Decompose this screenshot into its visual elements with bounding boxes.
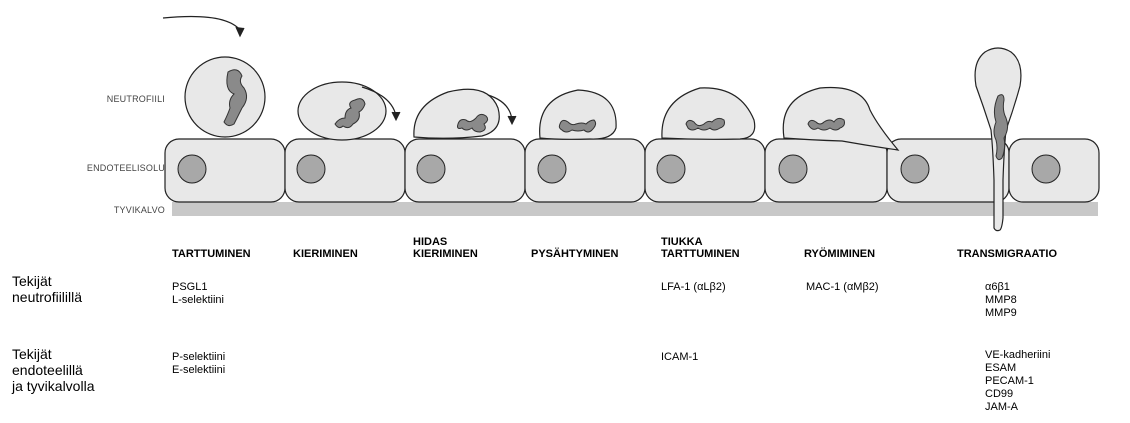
- nucleus: [178, 155, 206, 183]
- stage-rolling: KIERIMINEN: [293, 236, 358, 260]
- label-endothelial-cell: ENDOTEELISOLU: [15, 163, 165, 173]
- nucleus: [538, 155, 566, 183]
- neutrophil-tethering: [185, 57, 265, 137]
- flow-arrow: [163, 17, 244, 37]
- label-basement-membrane: TYVIKALVO: [15, 205, 165, 215]
- neutrophil-rolling: [298, 82, 400, 140]
- nucleus: [901, 155, 929, 183]
- basement-membrane: [172, 202, 1098, 216]
- nucleus: [779, 155, 807, 183]
- factors-endothelial-firm-adhesion: ICAM-1: [661, 351, 698, 364]
- nucleus: [1032, 155, 1060, 183]
- factors-neutrophil-firm-adhesion: LFA-1 (αLβ2): [661, 281, 726, 294]
- neutrophil-arrest: [540, 90, 616, 139]
- nucleus: [297, 155, 325, 183]
- factors-neutrophil-crawling: MAC-1 (αMβ2): [806, 281, 879, 294]
- stage-arrest: PYSÄHTYMINEN: [531, 236, 618, 260]
- nucleus: [657, 155, 685, 183]
- stage-tethering: TARTTUMINEN: [172, 236, 251, 260]
- stage-transmigration: TRANSMIGRAATIO: [957, 236, 1057, 260]
- label-neutrophil: NEUTROFIILI: [15, 94, 165, 104]
- neutrophil-slow-rolling: [414, 89, 516, 138]
- nucleus: [417, 155, 445, 183]
- stage-crawling: RYÖMIMINEN: [804, 236, 875, 260]
- neutrophil-firm-adhesion: [662, 88, 755, 139]
